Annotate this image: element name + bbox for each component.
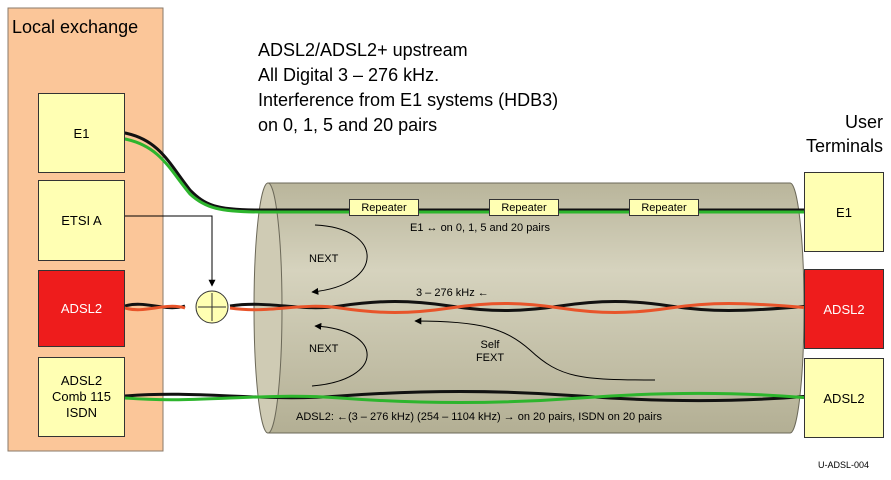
next-bottom-arrow (311, 322, 368, 387)
description-line-2: All Digital 3 – 276 kHz. (258, 65, 440, 85)
adsl2-isdn-wire-pair (124, 390, 811, 404)
combiner-symbol (195, 290, 229, 324)
adsl-band-note: 3 – 276 kHz ← (416, 287, 489, 299)
adsl-isdn-note: ADSL2: ←(3 – 276 kHz) (254 – 1104 kHz) →… (296, 411, 663, 423)
repeater-1: Repeater (349, 199, 419, 216)
e1-pairs-note: E1 ↔ on 0, 1, 5 and 20 pairs (410, 222, 551, 234)
description-line-3: Interference from E1 systems (HDB3) (258, 90, 559, 110)
next-top-label: NEXT (309, 253, 339, 265)
self-fext-label: Self FEXT (475, 339, 505, 364)
repeater-3: Repeater (629, 199, 699, 216)
self-fext-arrow (414, 317, 656, 381)
adsl2-wire-pair (124, 300, 811, 314)
next-bottom-label: NEXT (309, 343, 339, 355)
etsi-feed-line (125, 215, 216, 287)
description-line-1: ADSL2/ADSL2+ upstream (258, 40, 468, 60)
exchange-adsl2-box: ADSL2 (38, 270, 125, 347)
exchange-combo-box: ADSL2 Comb 115 ISDN (38, 357, 125, 437)
exchange-e1-box: E1 (38, 93, 125, 173)
terminal-e1-box: E1 (804, 172, 884, 252)
local-exchange-title: Local exchange (12, 17, 139, 37)
exchange-etsi-box: ETSI A (38, 180, 125, 261)
terminal-adsl2-yellow-box: ADSL2 (804, 358, 884, 438)
user-terminals-title: User Terminals (805, 112, 883, 156)
next-top-arrow (311, 224, 368, 295)
repeater-2: Repeater (489, 199, 559, 216)
figure-id: U-ADSL-004 (818, 460, 870, 470)
description-line-4: on 0, 1, 5 and 20 pairs (258, 115, 438, 135)
e1-wire-pair (123, 131, 812, 214)
terminal-adsl2-red-box: ADSL2 (804, 269, 884, 349)
